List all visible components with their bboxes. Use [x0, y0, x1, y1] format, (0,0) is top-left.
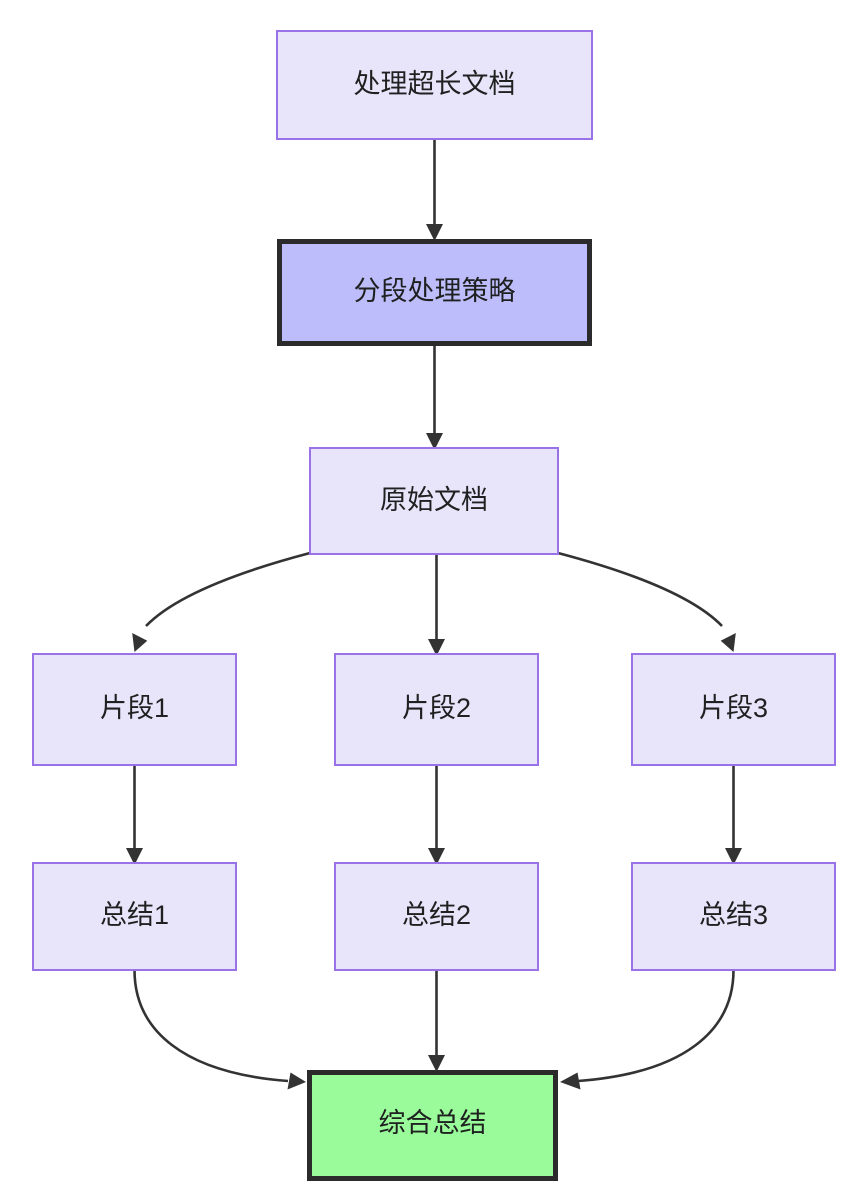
- node-summary-1-label: 总结1: [100, 900, 169, 930]
- edge-process-to-chunk: [426, 139, 443, 241]
- node-original-doc-rect[interactable]: [309, 447, 559, 555]
- edge-summary-3-to-final: [560, 969, 735, 1090]
- node-final-summary-label: 综合总结: [379, 1108, 487, 1138]
- edge-fragment-1-to-summary-1: [126, 765, 143, 865]
- edge-layer: [126, 139, 742, 1090]
- node-summary-1-rect[interactable]: [32, 862, 237, 971]
- node-chunk-strategy-label: 分段处理策略: [354, 276, 516, 306]
- edge-chunk-to-original: [426, 346, 443, 450]
- node-fragment-3[interactable]: 片段3: [631, 653, 836, 766]
- node-summary-1[interactable]: 总结1: [32, 862, 237, 971]
- node-final-summary-rect[interactable]: [307, 1070, 558, 1181]
- node-summary-3-label: 总结3: [699, 900, 768, 930]
- node-chunk-strategy-rect[interactable]: [277, 239, 592, 346]
- edge-fragment-3-to-summary-3: [725, 765, 742, 865]
- node-fragment-2[interactable]: 片段2: [334, 653, 539, 766]
- node-fragment-2-label: 片段2: [402, 693, 471, 723]
- node-final-summary[interactable]: 综合总结: [307, 1070, 558, 1181]
- edge-original-to-fragment-2: [428, 554, 445, 656]
- node-process-long-doc[interactable]: 处理超长文档: [276, 30, 593, 140]
- edge-summary-2-to-final: [428, 970, 445, 1072]
- node-fragment-2-rect[interactable]: [334, 653, 539, 766]
- node-chunk-strategy[interactable]: 分段处理策略: [277, 239, 592, 346]
- node-layer: 处理超长文档 分段处理策略 原始文档 片段1 片段2 片段3: [32, 30, 836, 1181]
- edge-fragment-2-to-summary-2: [428, 765, 445, 865]
- node-fragment-1-label: 片段1: [100, 693, 169, 723]
- edge-original-to-fragment-3: [557, 551, 736, 652]
- node-summary-3[interactable]: 总结3: [631, 862, 836, 971]
- node-original-doc[interactable]: 原始文档: [309, 447, 559, 555]
- node-summary-2[interactable]: 总结2: [334, 862, 539, 971]
- node-fragment-3-label: 片段3: [699, 693, 768, 723]
- node-summary-2-label: 总结2: [402, 900, 471, 930]
- node-fragment-3-rect[interactable]: [631, 653, 836, 766]
- edge-summary-1-to-final: [133, 969, 306, 1090]
- node-fragment-1-rect[interactable]: [32, 653, 237, 766]
- node-original-doc-label: 原始文档: [380, 485, 488, 515]
- node-summary-3-rect[interactable]: [631, 862, 836, 971]
- node-process-long-doc-rect[interactable]: [276, 30, 593, 140]
- node-process-long-doc-label: 处理超长文档: [354, 69, 516, 99]
- edge-original-to-fragment-1: [132, 551, 311, 652]
- node-summary-2-rect[interactable]: [334, 862, 539, 971]
- node-fragment-1[interactable]: 片段1: [32, 653, 237, 766]
